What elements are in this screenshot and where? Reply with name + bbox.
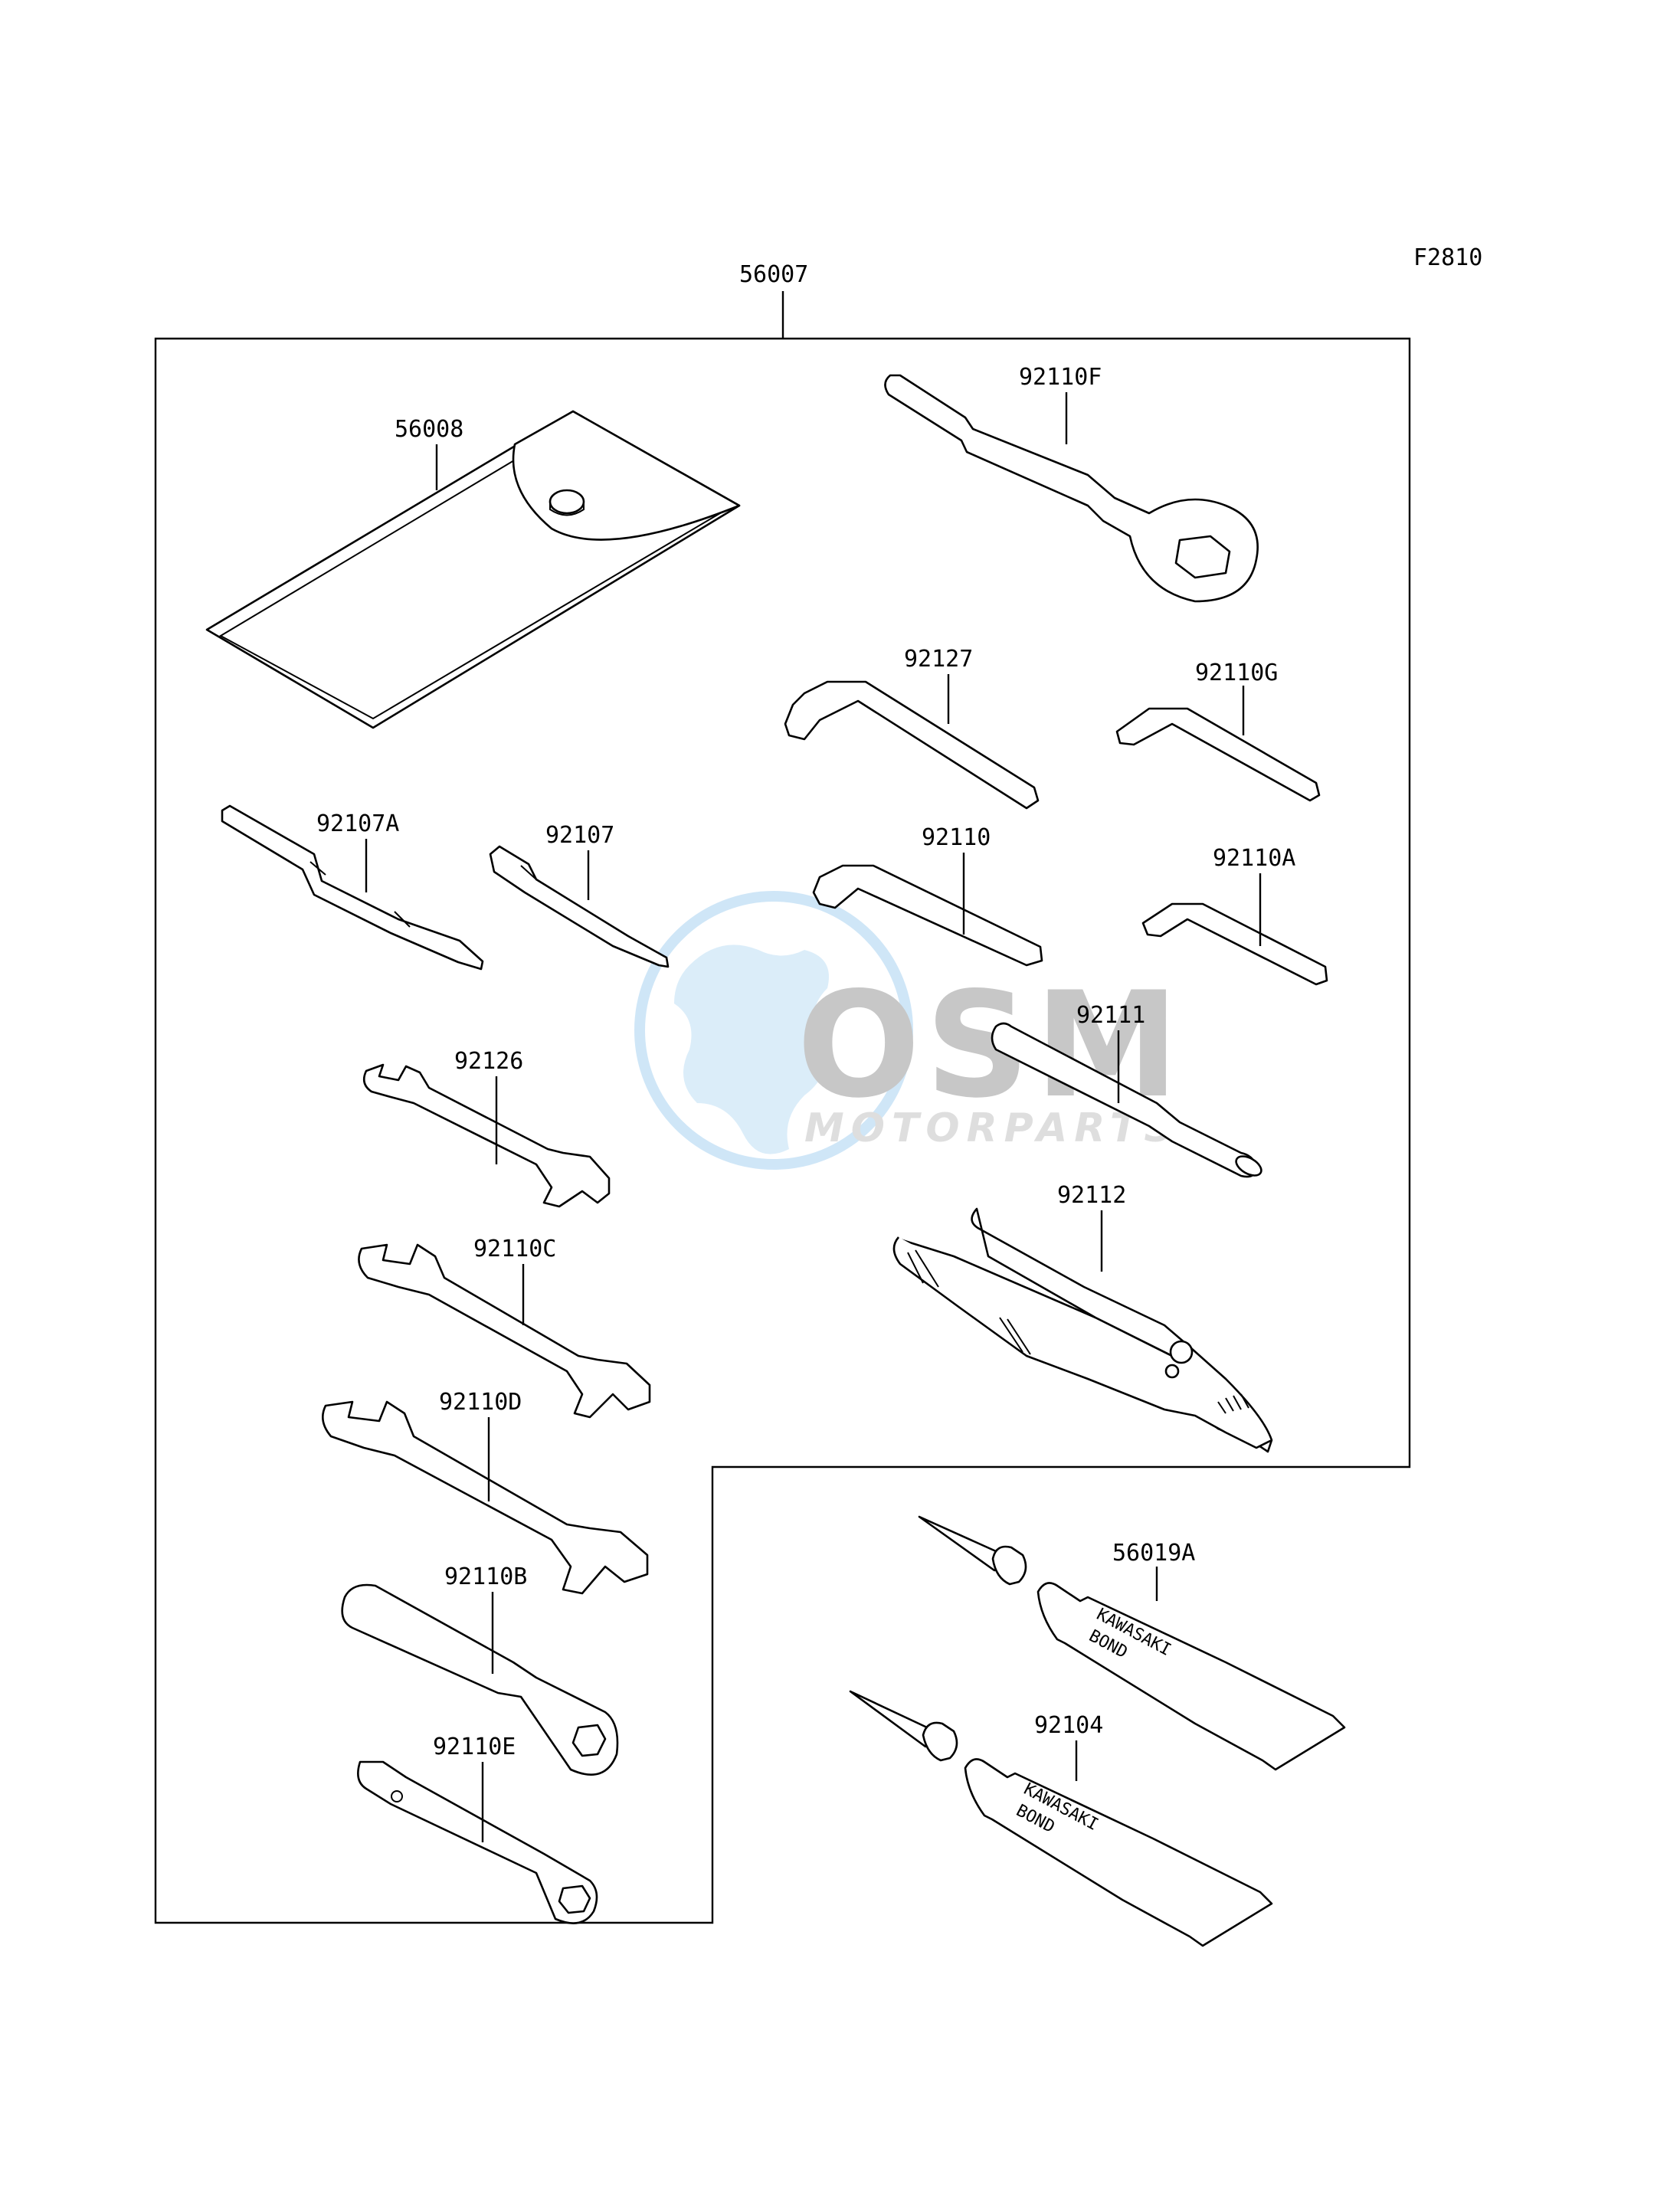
label-92111: 92111 xyxy=(1076,1002,1145,1029)
label-92112: 92112 xyxy=(1057,1182,1126,1209)
label-92127: 92127 xyxy=(904,646,973,673)
hex-key-92127 xyxy=(784,680,1040,810)
label-56008: 56008 xyxy=(395,416,463,443)
pliers-92112 xyxy=(892,1207,1273,1453)
label-92110E: 92110E xyxy=(433,1734,516,1760)
extension-bar-92111 xyxy=(991,1022,1262,1178)
screwdriver-92107A xyxy=(221,804,484,971)
watermark-globe-icon xyxy=(634,891,913,1170)
hex-key-92110G xyxy=(1115,707,1321,802)
label-92107A: 92107A xyxy=(316,810,399,837)
label-92107: 92107 xyxy=(545,822,614,849)
figure-code: F2810 xyxy=(1413,244,1482,271)
tool-pouch xyxy=(205,410,741,729)
screwdriver-92107 xyxy=(489,845,670,968)
label-92110: 92110 xyxy=(922,824,991,851)
bond-tube-92104: KAWASAKI BOND xyxy=(849,1690,1273,1947)
label-92110D: 92110D xyxy=(439,1389,522,1416)
label-92104: 92104 xyxy=(1034,1712,1103,1739)
label-92110G: 92110G xyxy=(1195,660,1278,686)
label-92126: 92126 xyxy=(454,1048,523,1075)
kit-outline xyxy=(154,337,1411,1924)
hex-key-92110 xyxy=(812,864,1043,967)
label-56007: 56007 xyxy=(739,261,808,288)
wrench-92110C xyxy=(358,1243,651,1419)
watermark-subtitle: MOTORPARTS xyxy=(804,1105,1180,1151)
box-wrench-92110F xyxy=(884,374,1259,603)
box-spanner-92110B xyxy=(341,1583,619,1776)
label-92110A: 92110A xyxy=(1213,845,1295,872)
label-56019A: 56019A xyxy=(1112,1540,1195,1567)
watermark-logo: OSM MOTORPARTS xyxy=(634,891,1180,1170)
box-spanner-92110E xyxy=(357,1760,598,1924)
wrench-92126 xyxy=(362,1063,611,1208)
label-92110F: 92110F xyxy=(1019,364,1102,391)
label-92110B: 92110B xyxy=(444,1563,527,1590)
watermark-continents-icon xyxy=(674,945,829,1154)
wrench-92110D xyxy=(322,1400,649,1595)
label-92110C: 92110C xyxy=(473,1236,556,1262)
hex-key-92110A xyxy=(1141,902,1328,986)
